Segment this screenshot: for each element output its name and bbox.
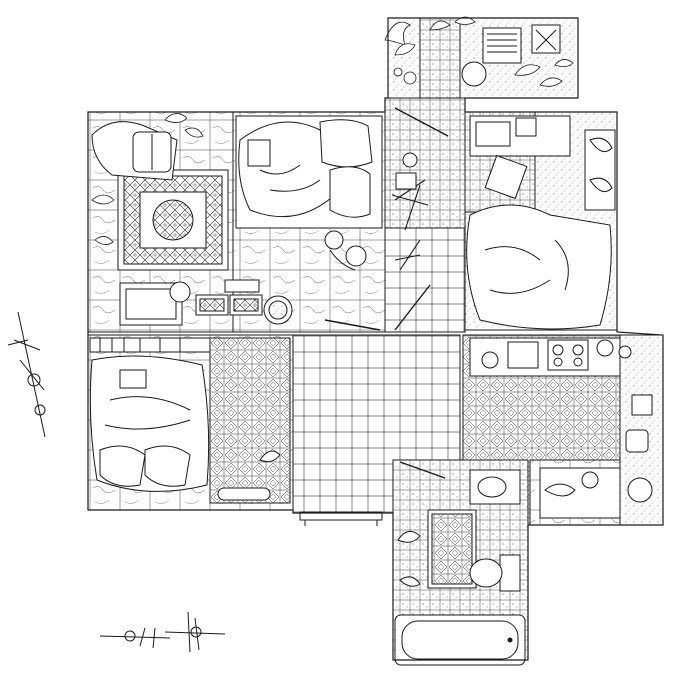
- kitchen-sink: [507, 341, 539, 369]
- bedroom-left-laptop: [119, 369, 147, 389]
- study-desk: [469, 115, 571, 157]
- garden-plants: [384, 16, 574, 87]
- living-sofa: [91, 121, 178, 181]
- room-kitchen: [462, 334, 664, 526]
- bedroom-top-laptop: [247, 139, 271, 167]
- bedroom-top-bed: [235, 115, 383, 229]
- garden-box: [531, 24, 561, 54]
- bathroom-rug: [427, 509, 477, 589]
- kitchen-appliances: [625, 394, 653, 503]
- bedroom-top-lamp: [324, 230, 367, 271]
- bathroom-plant: [397, 530, 421, 543]
- kitchen-table: [539, 467, 621, 519]
- study-laptop: [484, 154, 528, 200]
- living-pot: [169, 281, 191, 303]
- outside-bicycle-bottom-1: [99, 627, 171, 649]
- study-bed: [466, 204, 612, 330]
- outside-bicycle-bottom-2: [164, 611, 226, 653]
- kitchen-stove: [547, 339, 589, 371]
- bedroom-left-bed: [89, 355, 210, 492]
- bedroom-left-skateboard: [217, 487, 271, 501]
- outside-bicycle-left: [7, 311, 46, 438]
- hallway-pot: [402, 152, 418, 168]
- building-outline: [87, 17, 664, 661]
- study-chair: [584, 129, 616, 211]
- courtyard-bench: [299, 511, 383, 521]
- room-study-bedroom: [464, 111, 618, 331]
- bedroom-left-shelf: [89, 337, 211, 353]
- garden-stool: [461, 61, 487, 87]
- room-bedroom-left: [87, 334, 294, 511]
- bathroom-toilet: [469, 554, 521, 592]
- bathroom-bathtub: [394, 614, 526, 666]
- room-bedroom-top: [195, 111, 386, 333]
- living-rug: [117, 169, 229, 271]
- room-top-garden: [384, 16, 579, 99]
- bedroom-top-trays: [195, 279, 293, 325]
- room-bathroom: [392, 459, 529, 666]
- hallway-bicycle: [391, 179, 429, 271]
- room-hallway: [384, 97, 466, 333]
- bedroom-left-plant: [259, 450, 281, 463]
- hallway-shelf: [395, 172, 417, 190]
- bathroom-sink: [469, 469, 521, 505]
- living-plants: [91, 113, 204, 245]
- kitchen-counter: [469, 337, 632, 377]
- garden-table: [482, 27, 522, 64]
